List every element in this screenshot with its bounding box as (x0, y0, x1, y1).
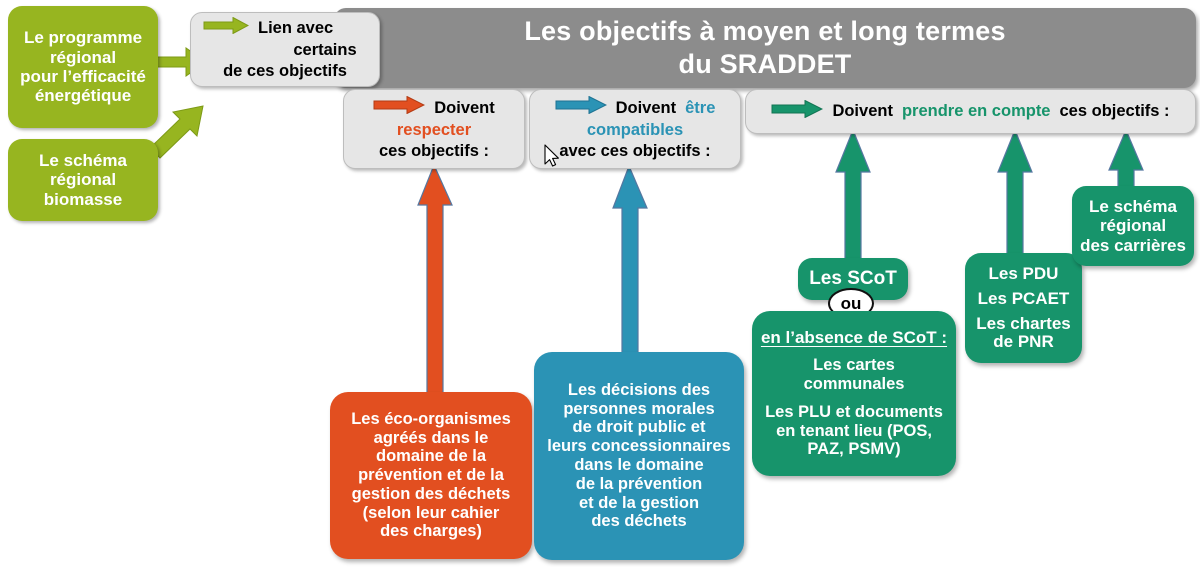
ou-label: ou (840, 293, 862, 313)
legend-doivent-compatibles[interactable]: Doivent être compatibles avec ces object… (529, 89, 741, 169)
node-line: Les cartes (813, 356, 895, 375)
arrow-carrieres-up (1108, 128, 1144, 191)
arrow-icon-green (203, 16, 250, 40)
source-line: pour l’efficacité (20, 67, 146, 86)
node-pdu-pcaet-chartes[interactable]: Les PDU Les PCAET Les chartes de PNR (965, 253, 1082, 363)
arrow-pdu-up (997, 128, 1033, 263)
node-line: communales (803, 374, 905, 393)
node-line: PAZ, PSMV) (807, 440, 901, 459)
legend-text-ces-objectifs: ces objectifs : (1059, 102, 1170, 121)
legend-lien-avec[interactable]: Lien avec certains de ces objectifs (190, 12, 380, 87)
node-line: prévention et de la (358, 466, 504, 485)
node-line: Les chartes (976, 313, 1071, 333)
legend-line: Doivent prendre en compte ces objectifs … (771, 99, 1170, 124)
node-line: gestion des déchets (351, 484, 511, 503)
node-line: personnes morales (563, 399, 715, 418)
node-line: Les SCoT (809, 268, 897, 290)
source-line: biomasse (43, 189, 123, 209)
legend-line: avec ces objectifs : (559, 141, 710, 162)
node-line: régional (1099, 216, 1167, 236)
header-banner: Les objectifs à moyen et long termes du … (334, 8, 1196, 88)
legend-line: Lien avec (199, 16, 375, 40)
node-line: Les PLU et documents (765, 402, 943, 421)
node-line: de droit public et (572, 418, 706, 437)
legend-text-certains: certains (293, 41, 357, 60)
node-line: Les PDU (988, 263, 1059, 283)
arrow-icon-darkgreen (771, 99, 824, 124)
node-line: Les PCAET (977, 289, 1070, 309)
source-line: énergétique (34, 86, 132, 106)
arrow-eco-organismes-up (417, 163, 453, 401)
legend-text-de-ces-objectifs: de ces objectifs (223, 61, 347, 80)
source-line: Le schéma (39, 150, 127, 170)
header-title-line2: du SRADDET (678, 49, 852, 79)
node-subtitle-absence-scot: en l’absence de SCoT : (760, 327, 948, 347)
legend-line: ces objectifs : (379, 141, 489, 162)
source-line: Le programme (23, 28, 143, 48)
legend-doivent-prendre-en-compte[interactable]: Doivent prendre en compte ces objectifs … (745, 89, 1196, 134)
arrow-icon-teal (555, 96, 607, 120)
node-line: Le schéma (1089, 196, 1177, 216)
node-decisions-personnes-morales[interactable]: Les décisions des personnes morales de d… (534, 352, 744, 560)
node-line-group: Les chartes de PNR (976, 313, 1071, 352)
source-box-schema-regional-biomasse[interactable]: Le schéma régional biomasse (8, 139, 158, 221)
header-title-line1: Les objectifs à moyen et long termes (524, 16, 1006, 47)
legend-text-avec-ces-objectifs: avec ces objectifs : (559, 141, 711, 160)
legend-line: Doivent (373, 96, 495, 120)
node-line: domaine de la (375, 447, 487, 466)
legend-text-respecter: respecter (396, 121, 472, 140)
source-line: régional (49, 170, 117, 190)
node-schema-regional-carrieres[interactable]: Le schéma régional des carrières (1072, 186, 1194, 266)
legend-line: de ces objectifs (199, 61, 371, 82)
node-line: et de la gestion (578, 493, 700, 512)
legend-text-doivent: Doivent (832, 102, 893, 121)
node-line: agréés dans le (373, 428, 489, 447)
node-line: des déchets (591, 512, 687, 531)
source-line: régional (49, 47, 117, 67)
legend-line: respecter (397, 120, 471, 141)
node-eco-organismes[interactable]: Les éco-organismes agréés dans le domain… (330, 392, 532, 559)
node-line: de PNR (993, 332, 1054, 352)
node-line: en tenant lieu (POS, (776, 421, 932, 440)
source-box-programme-regional[interactable]: Le programme régional pour l’efficacité … (8, 6, 158, 128)
node-line: (selon leur cahier (362, 503, 500, 522)
legend-text-doivent: Doivent (434, 98, 495, 117)
legend-text-etre: être (685, 98, 716, 117)
legend-doivent-respecter[interactable]: Doivent respecter ces objectifs : (343, 89, 525, 169)
legend-line: compatibles (587, 120, 683, 141)
legend-line: certains (199, 40, 411, 61)
arrow-decisions-up (612, 164, 648, 361)
node-line: de la prévention (575, 474, 703, 493)
node-line: dans le domaine (574, 456, 704, 474)
node-line: des carrières (1080, 235, 1186, 255)
node-line: Les éco-organismes (351, 409, 511, 428)
legend-line: Doivent être (555, 96, 716, 120)
legend-text-compatibles: compatibles (586, 121, 684, 140)
legend-text-ces-objectifs: ces objectifs : (378, 141, 490, 160)
arrow-scot-up (835, 128, 871, 276)
node-line: leurs concessionnaires (547, 437, 731, 456)
arrow-icon-orange (373, 96, 426, 120)
legend-text-doivent: Doivent (615, 98, 677, 117)
node-line: Les décisions des (567, 380, 711, 399)
node-absence-de-scot[interactable]: en l’absence de SCoT : Les cartes commun… (752, 311, 956, 476)
legend-text-prendre-en-compte: prendre en compte (901, 102, 1051, 121)
node-line: des charges) (380, 522, 482, 541)
legend-text-lien: Lien avec (258, 19, 334, 38)
